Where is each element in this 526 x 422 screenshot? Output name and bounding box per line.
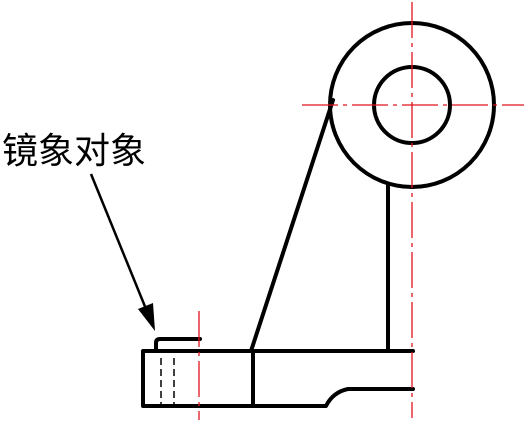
part-outline [141,21,496,408]
leader-arrow-shaft [89,173,148,310]
hidden-lines [160,358,175,404]
leader-arrow [89,173,155,331]
mirror-object-label: 镜象对象 [2,131,147,172]
tapered-rib-line [249,98,335,353]
center-lines [198,2,524,420]
leader-arrow-head [138,303,155,331]
base-outline [141,349,415,408]
mirror-boss-outline [154,337,202,353]
